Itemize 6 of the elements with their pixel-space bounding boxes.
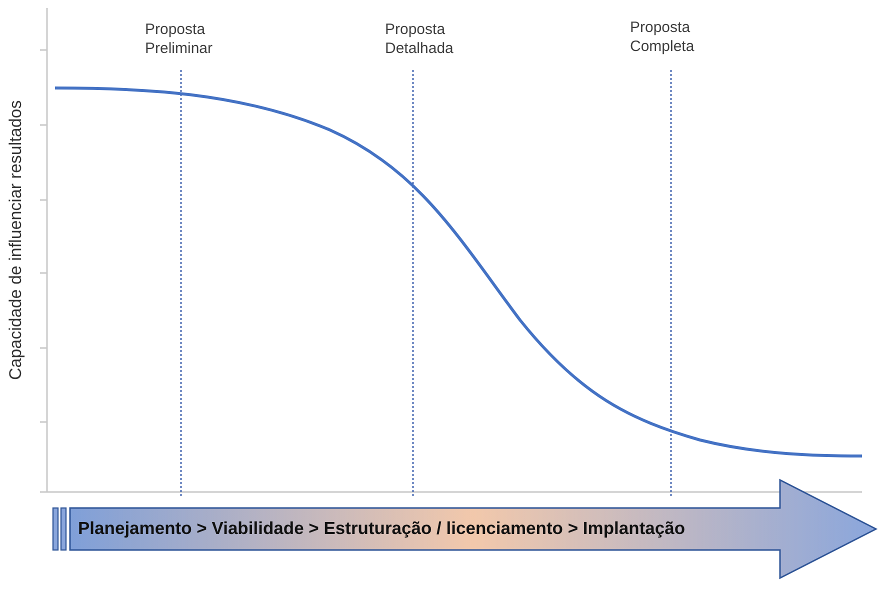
milestone-label: Proposta Detalhada	[385, 20, 454, 58]
milestone-label: Proposta Preliminar	[145, 20, 212, 58]
milestone-label: Proposta Completa	[630, 18, 694, 56]
phase-arrow	[52, 478, 878, 580]
axis-title: Capacidade de influenciar resultados	[6, 99, 26, 382]
phase-sequence-text: Planejamento > Viabilidade > Estruturação / licenciamento > Implantação	[78, 518, 686, 539]
